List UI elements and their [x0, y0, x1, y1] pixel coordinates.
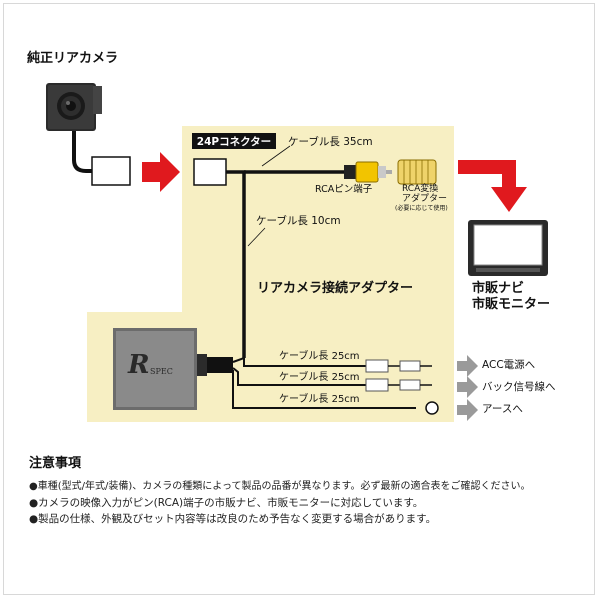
- rca-adapter-label-1: RCA変換: [402, 184, 439, 194]
- rca-adapter-label-2: アダプター: [402, 194, 448, 204]
- note-item: ●カメラの映像入力がピン(RCA)端子の市販ナビ、市販モニターに対応しています。: [29, 497, 424, 509]
- monitor-icon: [468, 220, 548, 276]
- output-wire-back: [232, 367, 366, 386]
- adapter-logo-letter: R: [128, 350, 150, 380]
- image-frame: [3, 3, 595, 595]
- rear-camera-icon: [46, 83, 102, 131]
- note-item: ●製品の仕様、外観及びセット内容等は改良のため予告なく変更する場合があります。: [29, 513, 437, 525]
- arrow-acc: [457, 355, 478, 377]
- terminal-back: [365, 378, 432, 392]
- cable-length-out-3: ケーブル長 25cm: [279, 394, 360, 405]
- monitor-label-2: 市販モニター: [472, 297, 551, 312]
- output-back-label: バック信号線へ: [482, 381, 556, 393]
- connector-24p-body: [193, 158, 227, 186]
- output-earth-label: アースへ: [482, 403, 523, 415]
- terminal-acc: [365, 359, 432, 373]
- output-wire-earth: [232, 370, 416, 409]
- camera-cable: [72, 131, 92, 173]
- monitor-label-1: 市販ナビ: [472, 281, 525, 296]
- rca-adapter: [397, 159, 437, 185]
- output-acc-label: ACC電源へ: [482, 359, 536, 371]
- note-item: ●車種(型式/年式/装備)、カメラの種類によって製品の品番が異なります。必ず最新…: [29, 481, 531, 492]
- connector-cable: [226, 170, 246, 358]
- rca-pin-label: RCAピン端子: [315, 184, 373, 195]
- adapter-logo-text: SPEC: [150, 367, 173, 376]
- adapter-box: [113, 328, 233, 410]
- notes-title: 注意事項: [29, 456, 82, 471]
- cable-length-top: ケーブル長 35cm: [288, 136, 373, 148]
- adapter-title: リアカメラ接続アダプター: [257, 281, 414, 296]
- camera-connector: [91, 156, 131, 186]
- cable-length-out-2: ケーブル長 25cm: [279, 372, 360, 383]
- red-arrow-down: [458, 160, 527, 212]
- arrow-back: [457, 376, 478, 398]
- terminal-earth: [425, 401, 439, 415]
- rca-adapter-note: (必要に応じて使用): [395, 205, 448, 212]
- output-wire-acc: [232, 356, 366, 367]
- cable-length-mid: ケーブル長 10cm: [256, 215, 341, 227]
- arrow-earth: [457, 399, 478, 421]
- camera-title: 純正リアカメラ: [27, 51, 119, 66]
- cable-length-out-1: ケーブル長 25cm: [279, 351, 360, 362]
- rca-pin-plug: [344, 161, 392, 183]
- connector-label: 24Pコネクター: [192, 133, 276, 149]
- panel-upper: [182, 126, 454, 314]
- red-arrow-right: [142, 152, 180, 192]
